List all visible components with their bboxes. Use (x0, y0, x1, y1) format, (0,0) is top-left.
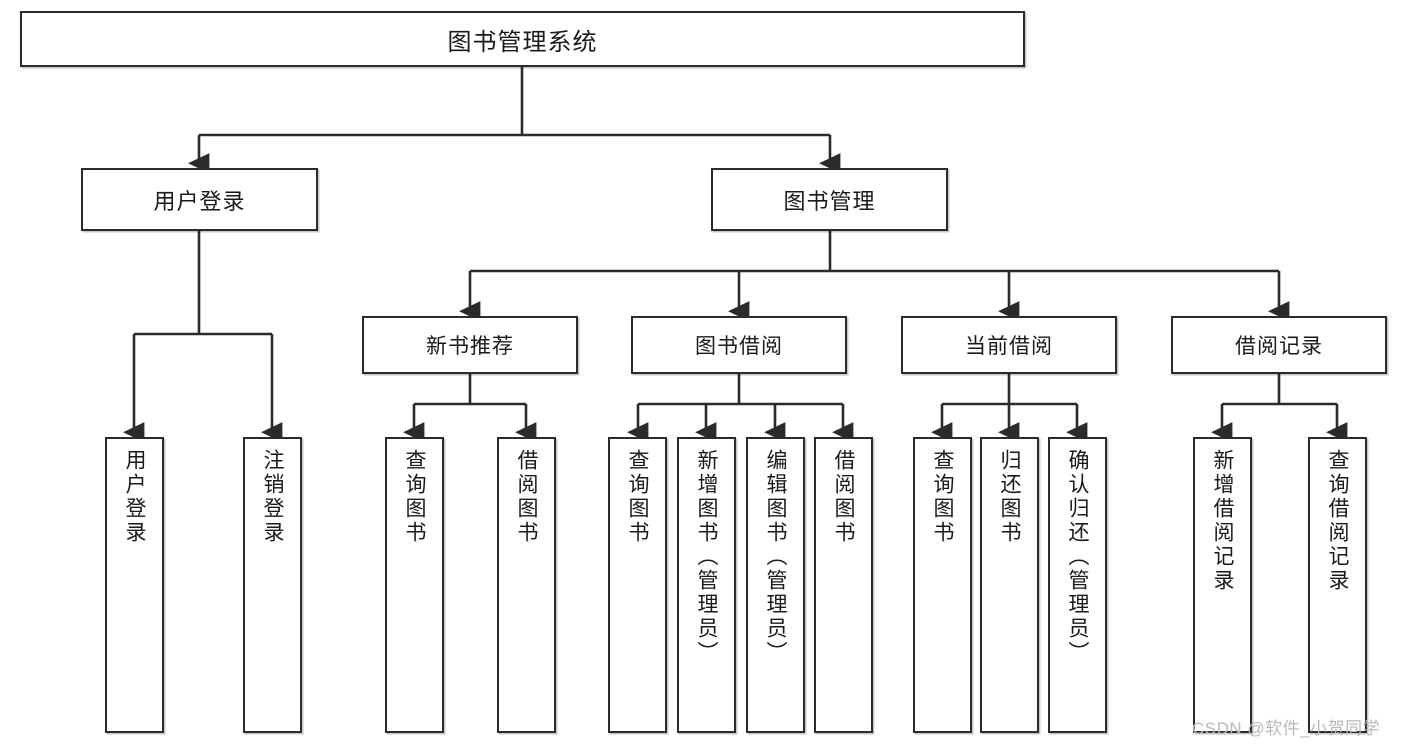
node-leaf-confirm-return-label: 确认归还（管理员） (1066, 449, 1089, 665)
node-new-book-recommend[interactable]: 新书推荐 (362, 316, 578, 374)
node-leaf-query-book-1[interactable]: 查询图书 (385, 437, 444, 733)
node-leaf-query-book-1-label: 查询图书 (403, 449, 426, 545)
node-leaf-borrow-book-2[interactable]: 借阅图书 (814, 437, 873, 733)
node-borrow-record[interactable]: 借阅记录 (1171, 316, 1387, 374)
node-leaf-user-login[interactable]: 用户登录 (105, 437, 164, 733)
node-leaf-borrow-book-2-label: 借阅图书 (832, 449, 855, 545)
node-leaf-query-book-2[interactable]: 查询图书 (608, 437, 667, 733)
node-root[interactable]: 图书管理系统 (20, 11, 1025, 67)
node-leaf-query-book-3[interactable]: 查询图书 (913, 437, 972, 733)
node-book-borrow-label: 图书借阅 (695, 335, 783, 358)
node-leaf-user-login-label: 用户登录 (123, 449, 146, 545)
node-leaf-add-book-label: 新增图书（管理员） (695, 449, 718, 665)
node-leaf-query-record-label: 查询借阅记录 (1326, 449, 1349, 593)
node-leaf-logout-label: 注销登录 (261, 449, 284, 545)
node-root-label: 图书管理系统 (447, 28, 598, 56)
node-new-book-recommend-label: 新书推荐 (426, 335, 514, 358)
node-leaf-query-book-3-label: 查询图书 (931, 449, 954, 545)
node-user-login-label: 用户登录 (153, 188, 246, 214)
node-leaf-borrow-book-1-label: 借阅图书 (515, 449, 538, 545)
node-leaf-query-record[interactable]: 查询借阅记录 (1308, 437, 1367, 733)
node-current-borrow-label: 当前借阅 (965, 335, 1053, 358)
node-leaf-add-book[interactable]: 新增图书（管理员） (677, 437, 736, 733)
node-book-manage[interactable]: 图书管理 (711, 168, 948, 231)
node-leaf-edit-book-label: 编辑图书（管理员） (764, 449, 787, 665)
node-borrow-record-label: 借阅记录 (1235, 335, 1323, 358)
node-leaf-logout[interactable]: 注销登录 (243, 437, 302, 733)
node-current-borrow[interactable]: 当前借阅 (901, 316, 1117, 374)
node-leaf-query-book-2-label: 查询图书 (626, 449, 649, 545)
node-book-borrow[interactable]: 图书借阅 (631, 316, 847, 374)
node-leaf-return-book-label: 归还图书 (998, 449, 1021, 545)
node-leaf-add-record-label: 新增借阅记录 (1211, 449, 1234, 593)
node-leaf-add-record[interactable]: 新增借阅记录 (1193, 437, 1252, 733)
node-leaf-borrow-book-1[interactable]: 借阅图书 (497, 437, 556, 733)
node-leaf-return-book[interactable]: 归还图书 (980, 437, 1039, 733)
node-book-manage-label: 图书管理 (783, 188, 876, 214)
watermark-text: CSDN @软件_小贺同学 (1192, 719, 1381, 738)
node-leaf-confirm-return[interactable]: 确认归还（管理员） (1048, 437, 1107, 733)
node-user-login[interactable]: 用户登录 (81, 168, 318, 231)
node-leaf-edit-book[interactable]: 编辑图书（管理员） (746, 437, 805, 733)
